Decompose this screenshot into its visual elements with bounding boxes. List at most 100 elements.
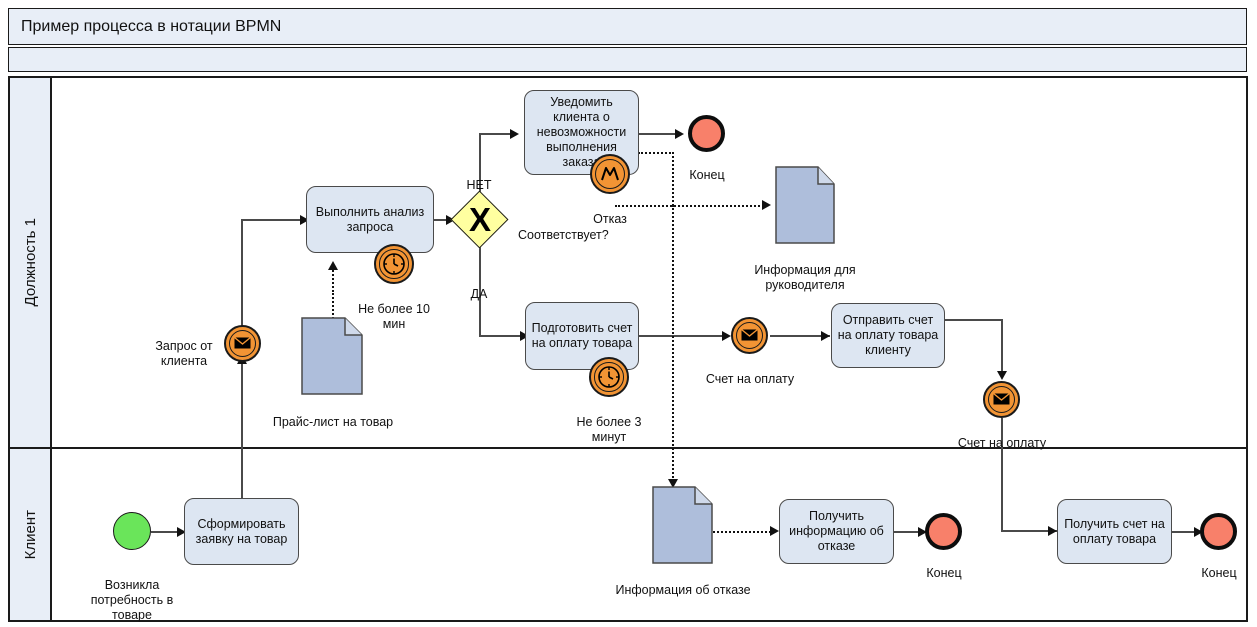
task-analyze-label: Выполнить анализ запроса <box>315 204 425 234</box>
flow-arrow-into-message-invoice-send <box>997 371 1007 380</box>
task-prepare-invoice-label: Подготовить счет на оплату товара <box>531 321 633 350</box>
flow-arrow-into-notify <box>510 129 519 139</box>
task-prepare-invoice[interactable]: Подготовить счет на оплату товара <box>525 302 639 370</box>
task-get-invoice-label: Получить счет на оплату товара <box>1064 516 1165 546</box>
flow-throw-to-client-h <box>1001 530 1057 532</box>
flow-arrow-into-prepare-invoice <box>520 331 529 341</box>
flow-rejection-to-end <box>894 531 924 533</box>
assoc-arrow-into-analyze <box>328 261 338 270</box>
event-timer-3min-label: Не более 3 минут <box>576 415 642 444</box>
event-timer-10min[interactable] <box>374 244 414 284</box>
event-msg-request-label: Запрос от клиента <box>155 339 213 368</box>
pool-header-band <box>8 47 1247 72</box>
flow-analyze-to-gateway <box>434 219 456 221</box>
task-get-rejection[interactable]: Получить информацию об отказе <box>779 499 894 564</box>
diagram-title-bar: Пример процесса в нотации BPMN <box>8 8 1247 45</box>
assoc-reject-v1 <box>672 152 674 206</box>
task-create-request-label: Сформировать заявку на товар <box>195 516 288 546</box>
event-msg-request[interactable] <box>224 325 261 362</box>
lane-label-client: Клиент <box>21 509 39 560</box>
gateway-exclusive-x-icon: X <box>468 201 491 238</box>
data-manager-info-label: Информация для руководителя <box>754 263 856 292</box>
assoc-reject-h1 <box>638 152 674 154</box>
task-get-invoice[interactable]: Получить счет на оплату товара <box>1057 499 1172 564</box>
clock-icon <box>598 366 620 388</box>
document-icon <box>301 317 363 395</box>
event-escalation-reject[interactable] <box>590 154 630 194</box>
envelope-icon <box>993 393 1010 405</box>
assoc-reject-to-manager <box>615 205 767 207</box>
event-msg-invoice-send[interactable] <box>983 381 1020 418</box>
gateway-conforms-label: Соответствует? <box>518 228 609 242</box>
message-envelope-icon-2 <box>735 321 764 350</box>
envelope-icon <box>234 337 251 349</box>
task-send-invoice[interactable]: Отправить счет на оплату товара клиенту <box>831 303 945 368</box>
assoc-pricelist-vertical <box>332 290 334 322</box>
flow-arrow-into-end-client-reject <box>918 527 927 537</box>
task-send-invoice-label: Отправить счет на оплату товара клиенту <box>837 313 939 357</box>
flow-arrow-into-end-reject <box>675 129 684 139</box>
event-end-reject[interactable] <box>688 115 725 152</box>
event-msg-invoice-send-label: Счет на оплату <box>957 436 1047 450</box>
message-envelope-icon-3 <box>987 385 1016 414</box>
assoc-arrow-into-rejection-doc <box>668 479 678 488</box>
event-end-client-reject-label: Конец <box>926 566 962 580</box>
event-timer-10min-label: Не более 10 мин <box>358 302 430 331</box>
flow-send-to-throw-v <box>1001 319 1003 377</box>
flow-label-yes: ДА <box>470 287 488 301</box>
event-start-need[interactable] <box>113 512 151 550</box>
lane-client: Клиент <box>10 449 1246 620</box>
event-end-client-invoice[interactable] <box>1200 513 1237 550</box>
flow-message-to-send <box>770 335 830 337</box>
data-rejection-info-label: Информация об отказе <box>615 583 751 597</box>
flow-yes-horizontal <box>479 335 525 337</box>
envelope-icon <box>741 329 758 341</box>
flow-arrow-into-send-invoice <box>821 331 830 341</box>
lane-divider <box>10 447 1246 449</box>
data-rejection-info[interactable] <box>652 486 713 564</box>
task-get-rejection-label: Получить информацию об отказе <box>789 509 884 553</box>
flow-yes-vertical <box>479 246 481 336</box>
timer-clock-icon-2 <box>594 362 624 392</box>
escalation-icon <box>601 166 619 181</box>
page-title: Пример процесса в нотации BPMN <box>21 17 282 35</box>
assoc-rejectdoc-to-task <box>713 531 775 533</box>
data-price-list[interactable] <box>301 317 363 395</box>
flow-arrow-into-end-client-invoice <box>1194 527 1203 537</box>
flow-arrow-into-create-request <box>177 527 186 537</box>
task-notify-client[interactable]: Уведомить клиента о невозможности выполн… <box>524 90 639 175</box>
lane-label-role: Должность 1 <box>21 218 39 307</box>
flow-prepare-to-message <box>639 335 729 337</box>
event-msg-invoice-mid[interactable] <box>731 317 768 354</box>
assoc-arrow-into-manager-doc <box>762 200 771 210</box>
message-envelope-icon <box>228 329 257 358</box>
escalation-marker-icon <box>594 158 626 190</box>
flow-throw-to-client-v <box>1001 418 1003 531</box>
event-end-reject-label: Конец <box>689 168 725 182</box>
task-create-request[interactable]: Сформировать заявку на товар <box>184 498 299 565</box>
lane-role: Должность 1 <box>10 78 1246 447</box>
flow-request-horizontal <box>241 219 305 221</box>
event-escalation-reject-label: Отказ <box>593 212 627 226</box>
clock-icon <box>383 253 405 275</box>
flow-label-no: НЕТ <box>466 178 492 192</box>
event-end-client-invoice-label: Конец <box>1201 566 1237 580</box>
event-msg-invoice-mid-label: Счет на оплату <box>705 372 795 386</box>
assoc-reject-v2 <box>672 205 674 485</box>
flow-notify-to-end <box>639 133 679 135</box>
lane-header-role: Должность 1 <box>10 78 52 447</box>
event-timer-3min[interactable] <box>589 357 629 397</box>
event-start-need-label: Возникла потребность в товаре <box>90 578 174 622</box>
document-icon <box>652 486 713 564</box>
task-analyze[interactable]: Выполнить анализ запроса <box>306 186 434 253</box>
event-end-client-reject[interactable] <box>925 513 962 550</box>
flow-request-vertical <box>241 220 243 510</box>
data-manager-info[interactable] <box>775 166 835 244</box>
flow-send-to-throw-h <box>945 319 1002 321</box>
data-price-list-label: Прайс-лист на товар <box>272 415 394 429</box>
flow-arrow-into-gateway <box>446 215 455 225</box>
flow-invoice-to-end <box>1172 531 1200 533</box>
flow-no-vertical <box>479 133 481 193</box>
